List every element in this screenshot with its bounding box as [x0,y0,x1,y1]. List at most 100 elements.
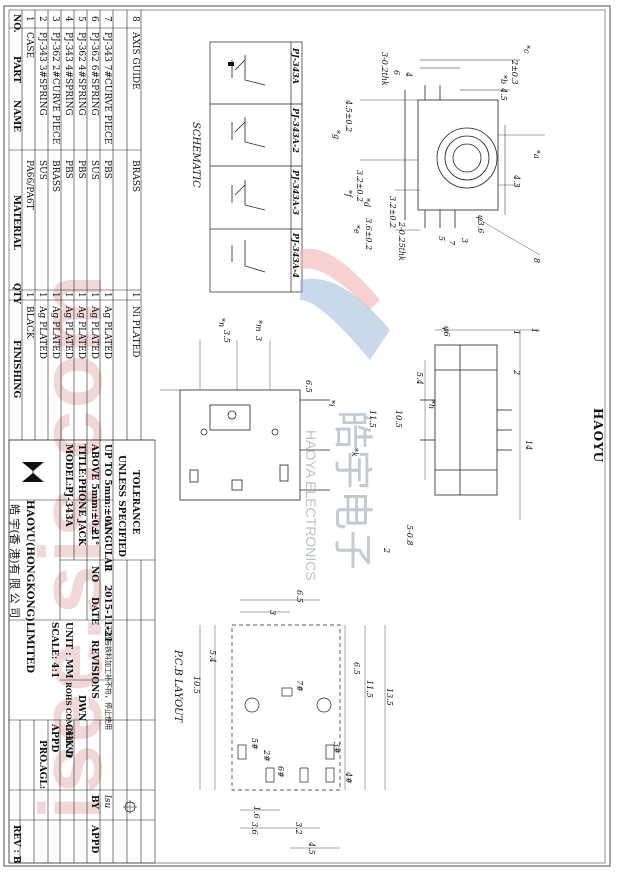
schematic-box [209,41,303,293]
row-name: PJ-362 6#SPRING [89,32,99,116]
dim-label: 11.5 [365,680,374,698]
watermark-english: HAOYA ELECTRONICS [303,430,319,581]
company-logo [22,462,44,482]
dim-label: 14 [524,440,533,451]
pin-label: 7# [295,680,304,692]
row-finishing: Ni PLATED [130,306,140,358]
dim-label: 3.5 [222,330,231,343]
dim-label: 1.6 [252,806,261,819]
schematic-switch [228,62,234,66]
row-no: 5 [76,16,86,22]
row-qty: 1 [37,292,47,298]
dim-label: 2±0.3 [510,60,519,85]
dim-label: 13.5 [385,688,394,706]
pin-label: 5# [250,738,259,750]
rev-letter: REV : B [11,825,21,864]
watermark-logo-swoosh-blue [300,278,390,360]
part-number: 2 [382,548,391,554]
rev-appd-label: APPD [89,825,99,854]
row-qty: 1 [63,292,73,298]
inner-border [8,9,606,864]
pcb-title: P.C.B LAYOUT [172,650,183,723]
callout: *d [362,198,371,208]
projection-angle-icon [123,800,137,814]
callout: *g [332,130,341,140]
dim-label: 3.2 [294,822,303,835]
dim-label: 6.5 [352,662,361,675]
pin-label: 6# [276,766,285,778]
dim-label: 6.5 [304,380,313,393]
table-header-qty: QTY [11,283,21,304]
model-text: MODEL:PJ-343A [63,444,73,527]
row-no: 8 [130,16,140,22]
tolerance-label: TOLERANCE [130,470,140,535]
dim-label: 10.5 [192,676,201,694]
watermark-logo-swoosh [300,248,380,310]
title-block [8,439,156,864]
dim-label: 2-0.25thk [397,222,406,261]
dim-label: 1 [512,330,521,336]
tolerance-above: ABOVE 5mm:±0.2 [89,444,99,536]
dim-label: 3 [254,336,263,342]
row-finishing: BLACK [24,306,34,339]
angular-label: ANGULAR [102,520,112,572]
callout: *m [254,320,263,332]
part-number: 8 [532,258,541,264]
pin-label: 3# [332,742,341,754]
chkd-label: CHK'D [63,724,73,759]
schematic-contacts [231,55,266,273]
company-en: HAOYU(HONGKONG)LIMITED [24,500,35,674]
part-number: 1 [530,328,539,334]
dim-label: 2 [512,370,521,376]
row-qty: 1 [89,292,99,298]
tolerance-unless: UNLESS SPECIFIED [116,455,126,557]
rev-by-label: BY [89,795,99,809]
dim-label: φ6 [442,326,451,337]
bottom-view-drawing [160,340,330,501]
row-no: 6 [89,16,99,22]
row-qty: 1 [50,292,60,298]
dim-label: 4.3 [512,175,521,188]
row-no: 1 [24,16,34,22]
projection-label: PRO.AGL: [37,740,47,790]
callout: *f [344,190,353,197]
row-material: PBS [76,160,86,179]
dwn-label: DWN [76,695,86,722]
rev-date-label: DATE [89,597,99,625]
dim-label: 3 [268,610,277,616]
company-cn: 皓 宇(香 港)有 限 公 司 [8,504,21,619]
appd-label: APPD [49,724,59,753]
dim-label: 4.5 [499,88,508,101]
dim-label: 5.4 [415,372,424,385]
row-no: 4 [63,16,73,22]
row-material: SUS [89,160,99,180]
revisions-label: REVISIONS [89,640,99,699]
dim-label: 10.5 [394,410,403,428]
row-no: 2 [37,16,47,22]
scale-text: SCALE: 4:1 [49,622,59,679]
row-material: PBS [63,160,73,179]
table-header-material: MATERIAL [11,195,21,251]
row-name: CASE [24,32,34,59]
pcb-layout-drawing [199,599,386,849]
row-finishing: Ag PLATED [89,306,99,359]
row-material: BRASS [130,160,140,193]
row-name: PJ-362 2#CURVE PIECE [50,32,60,145]
row-name: AXIS GUIDE [130,32,140,90]
rev-desc: 无铅与铁料加工补不符，停止使用 [104,625,112,730]
title-text: TITLE:PHONE JACK [76,444,86,546]
top-view-drawing [360,59,545,256]
dim-label: 3.6 [250,822,259,835]
part-number: 7 [447,240,456,246]
dim-label: 6.5 [295,590,304,603]
callout: *c [522,45,531,54]
row-name: PJ-343 3#SPRING [37,32,47,116]
pin-label: 4# [344,772,353,784]
brand-logo-text: HAOYU [591,408,605,464]
row-finishing: Ag PLATED [37,306,47,359]
row-material: PA66/PA6T [24,160,34,210]
schematic-variant: PJ-343A-2 [291,108,301,153]
callout: *e [352,225,361,234]
